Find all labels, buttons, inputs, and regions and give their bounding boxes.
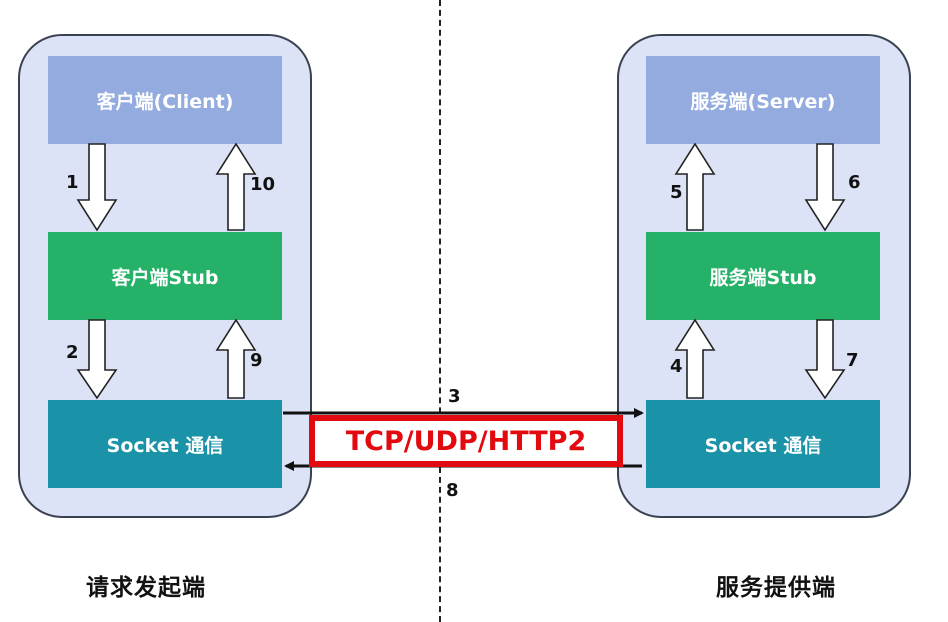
client-stub-box: 客户端Stub bbox=[48, 232, 282, 320]
step-6-label: 6 bbox=[848, 172, 861, 193]
arrow-step-1-down bbox=[76, 143, 118, 232]
protocol-box: TCP/UDP/HTTP2 bbox=[309, 415, 623, 467]
server-stub-box: 服务端Stub bbox=[646, 232, 880, 320]
arrow-step-2-down bbox=[76, 319, 118, 400]
server-box: 服务端(Server) bbox=[646, 56, 880, 144]
arrow-step-4-up bbox=[674, 318, 716, 399]
server-socket-box: Socket 通信 bbox=[646, 400, 880, 488]
arrow-step-6-down bbox=[804, 143, 846, 232]
step-5-label: 5 bbox=[670, 182, 683, 203]
step-4-label: 4 bbox=[670, 356, 683, 377]
step-2-label: 2 bbox=[66, 342, 79, 363]
step-7-label: 7 bbox=[846, 350, 859, 371]
client-socket-box: Socket 通信 bbox=[48, 400, 282, 488]
client-footer-label: 请求发起端 bbox=[86, 575, 206, 601]
step-1-label: 1 bbox=[66, 172, 79, 193]
client-box: 客户端(Client) bbox=[48, 56, 282, 144]
divider-line bbox=[439, 0, 441, 622]
arrow-step-9-up bbox=[215, 318, 257, 399]
step-9-label: 9 bbox=[250, 350, 263, 371]
step-10-label: 10 bbox=[250, 174, 276, 195]
arrow-step-7-down bbox=[804, 319, 846, 400]
arrow-step-5-up bbox=[674, 142, 716, 231]
arrow-step-10-up bbox=[215, 142, 257, 231]
step-8-label: 8 bbox=[446, 480, 459, 501]
server-footer-label: 服务提供端 bbox=[716, 575, 836, 601]
step-3-label: 3 bbox=[448, 386, 461, 407]
